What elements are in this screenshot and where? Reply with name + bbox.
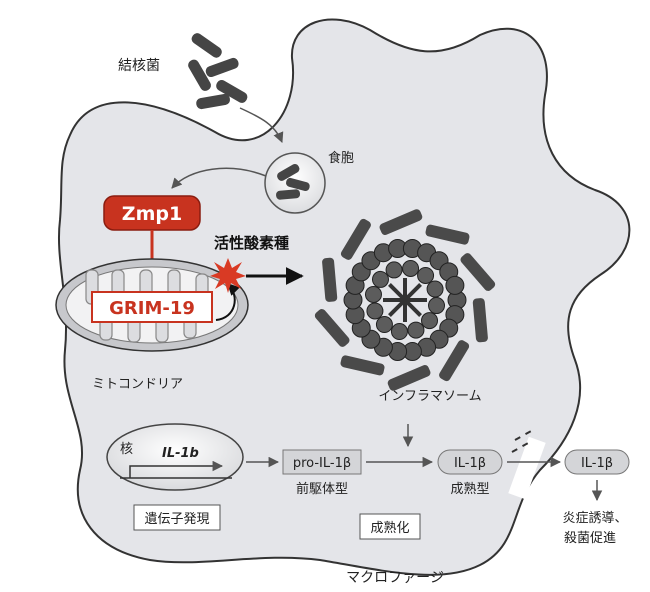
gene-expression-label: 遺伝子発現 [144, 512, 209, 527]
inflammasome-rod [387, 365, 431, 391]
inflammasome-subunit [407, 321, 425, 339]
mature-il1b-pill [437, 449, 503, 475]
maturation-box [359, 513, 421, 540]
inflammasome-subunit [417, 266, 435, 284]
ros-label: 活性酸素種 [214, 234, 289, 252]
pro-il1b-box [282, 449, 362, 475]
inflammasome-label: インフラマソーム [378, 389, 481, 404]
secreted-il1b-pill [564, 449, 630, 475]
inflammasome-rod [379, 209, 423, 235]
gene-arrow [129, 460, 224, 478]
inflammasome-rod [472, 298, 488, 343]
inflammasome-spoke [403, 298, 422, 317]
inflammasome-subunit [426, 280, 444, 298]
inflammasome-rod [460, 253, 496, 291]
bacteria-cluster-outside [188, 33, 248, 110]
inflammasome-subunit [421, 312, 439, 330]
inflammasome-subunit [402, 259, 420, 277]
inflammasome-subunit [375, 316, 393, 334]
inflammasome-rod [314, 309, 350, 347]
mitochondria-label: ミトコンドリア [92, 377, 183, 392]
precursor-label: 前駆体型 [296, 481, 348, 497]
maturation-label: 成熟化 [370, 520, 409, 536]
inflammasome-subunit [428, 297, 446, 315]
inflammasome-subunit [371, 270, 389, 288]
mature-il1b-label: IL-1β [454, 456, 486, 471]
inflammasome-subunit [385, 261, 403, 279]
inflammasome-spoke [388, 283, 407, 302]
grim19-label: GRIM-19 [109, 298, 195, 319]
macrophage-label: マクロファージ [346, 570, 444, 586]
inflammasome-spoke [403, 283, 422, 302]
inflammasome-subunit [390, 323, 408, 341]
outcome-line2: 殺菌促進 [564, 531, 616, 546]
inflammasome-rod [322, 257, 338, 302]
nucleus-label: 核 [120, 442, 133, 457]
outcome-line1: 炎症誘導、 [562, 511, 627, 526]
phagosome-label: 食胞 [328, 150, 354, 166]
bacteria-in-phagosome [276, 164, 310, 200]
tuberculosis-label: 結核菌 [118, 58, 160, 74]
inflammasome-subunit [364, 285, 382, 303]
mature-form-label: 成熟型 [450, 481, 489, 497]
il1b-gene-label: IL-1b [162, 446, 199, 461]
nucleus [106, 423, 244, 491]
inflammasome-rod [425, 224, 470, 245]
gene-expression-box [133, 504, 221, 531]
inflammasome-subunit [366, 302, 384, 320]
inflammasome-rod [340, 355, 385, 376]
inflammasome-rod [439, 340, 470, 382]
inflammasome-rod [340, 218, 371, 260]
ros-burst-icon [210, 258, 246, 293]
mitochondria [55, 258, 249, 352]
inflammasome-spoke [388, 298, 407, 317]
secreted-il1b-label: IL-1β [581, 456, 613, 471]
zmp1-label: Zmp1 [122, 203, 182, 225]
pro-il1b-label: pro-IL-1β [293, 456, 351, 471]
inflammasome-subunit [445, 275, 465, 295]
inflammasome [314, 209, 496, 391]
